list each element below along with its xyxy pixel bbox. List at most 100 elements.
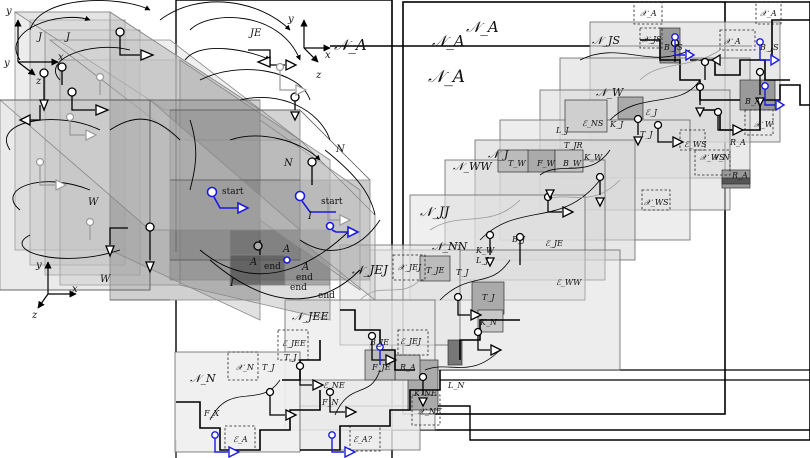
label-kw: K_W — [475, 246, 495, 255]
axis-labels: y y x z y x z y x z — [3, 6, 331, 321]
region-na-2: 𝒩_A — [432, 32, 465, 50]
block-label-w: W — [88, 197, 99, 208]
end-label-4: end — [318, 291, 335, 301]
axis-y-label-bottom: y — [35, 260, 42, 271]
axis-y-label-2: y — [3, 58, 10, 69]
label-fn: F_N — [321, 398, 340, 407]
label-fje: F_JE — [371, 363, 391, 372]
axis-x-label-bottom: x — [72, 284, 78, 295]
axis-z-label: z — [35, 76, 42, 87]
label-ews: ℰ_WS — [684, 140, 707, 149]
label-xn-2: 𝒳_N — [712, 153, 731, 162]
module-labels: 𝒩_JS 𝒩_WW 𝒩_JJ 𝒩_JEJ 𝒩_JEE 𝒩_N 𝒩_NN 𝒩_W … — [190, 34, 625, 385]
label-lj: L_J — [475, 256, 489, 265]
label-lj-2: L_J — [555, 126, 569, 135]
label-tw: T_W — [508, 159, 526, 168]
label-ra-3: R_A — [729, 138, 746, 147]
module-label-nnn: 𝒩_NN — [432, 240, 468, 253]
axes-top-middle — [300, 19, 331, 63]
module-label-nj: 𝒩_J — [488, 148, 509, 161]
loop-curves — [6, 0, 381, 300]
label-ln: L_N — [447, 381, 465, 390]
block-label-n: N — [283, 158, 294, 169]
module-label-njj: 𝒩_JJ — [420, 205, 450, 220]
label-xjej: 𝒳_JEJ — [398, 263, 422, 272]
label-xne: 𝒳_NE — [418, 407, 442, 416]
axis-y-label-mid: y — [287, 14, 294, 25]
label-ens: ℰ_NS — [582, 119, 604, 128]
label-bje: B_JE — [369, 338, 389, 347]
axis-z-label-bottom: z — [31, 310, 38, 321]
module-label-nw: 𝒩_W — [596, 86, 625, 99]
module-label-njee: 𝒩_JEE — [292, 310, 329, 323]
region-na-4: 𝒩_A — [428, 67, 465, 87]
start-label: start — [222, 187, 244, 197]
block-label-n-2: N — [335, 144, 346, 155]
module-label-nww: 𝒩_WW — [453, 160, 493, 173]
ghost-markers — [35, 62, 352, 240]
label-kne: K_NE — [413, 389, 437, 398]
start-label-2: start — [321, 197, 343, 207]
block-label-j: J — [36, 32, 43, 43]
axis-z-label-mid: z — [315, 70, 322, 81]
end-label: end — [264, 262, 281, 272]
label-kj: K_J — [609, 120, 624, 129]
module-label-njs: 𝒩_JS — [592, 34, 620, 47]
cube-slabs — [0, 11, 376, 321]
block-label-je: JE — [248, 28, 262, 39]
label-xjs: 𝒳_JS — [642, 35, 662, 44]
label-xws-2: 𝒳_WS — [644, 198, 669, 207]
label-fw: F_W — [536, 159, 556, 168]
label-xa-2: 𝒳_A — [760, 9, 777, 18]
label-ra: R_A — [399, 363, 416, 372]
axes-top-left — [14, 19, 59, 76]
end-label-2: end — [296, 273, 313, 283]
end-label-3: end — [290, 283, 307, 293]
label-xn: 𝒳_N — [236, 363, 255, 372]
point-labels: start start end end end end — [222, 187, 343, 301]
dark-blocks — [364, 27, 776, 411]
label-fx: F_X — [203, 409, 220, 418]
label-ene: ℰ_NE — [323, 381, 345, 390]
wires-right-gray — [359, 49, 721, 301]
block-label-a-3: A — [301, 262, 309, 273]
label-bjs-2: B_JS — [759, 43, 779, 52]
region-labels: 𝒩_A 𝒩_A 𝒩_A 𝒩_A — [334, 18, 499, 87]
label-ejee: ℰ_JEE — [282, 339, 306, 348]
label-xa-3: 𝒳_A — [724, 37, 741, 46]
arrow-heads-right — [285, 53, 766, 422]
axis-x-label-mid: x — [325, 50, 331, 61]
label-tj-3: T_J — [640, 130, 653, 139]
block-label-i-2: I — [307, 211, 313, 222]
label-bj: B_J — [511, 235, 526, 244]
module-label-nn: 𝒩_N — [190, 372, 216, 385]
block-label-a-2: A — [282, 244, 290, 255]
block-label-i: I — [229, 278, 235, 289]
label-tj: T_J — [262, 363, 275, 372]
label-kw-2: K_W — [583, 153, 603, 162]
label-kn: K_N — [479, 318, 498, 327]
block-label-a: A — [249, 257, 257, 268]
block-label-w-2: W — [100, 274, 111, 285]
label-bw: B_W — [562, 159, 582, 168]
region-na-1: 𝒩_A — [334, 36, 367, 54]
label-ea-2: ℰ_A? — [353, 435, 373, 444]
wires-right — [209, 49, 701, 421]
label-tj-5: T_J — [456, 268, 469, 277]
block-labels: J J JE W W N N I I A A A — [36, 28, 346, 289]
axis-y-label: y — [5, 6, 12, 17]
label-eww: ℰ_WW — [556, 278, 582, 287]
label-tj-4: T_J — [482, 293, 495, 302]
region-na-3: 𝒩_A — [466, 18, 499, 36]
label-tj-2: T_J — [284, 353, 297, 362]
small-labels: 𝒳_A 𝒳_A 𝒳_A 𝒳_W 𝒳_JS 𝒳_N 𝒳_NE 𝒳_JEJ 𝒳_WS… — [203, 9, 779, 444]
label-ea: ℰ_A — [233, 435, 248, 444]
axis-x-label: x — [58, 52, 64, 63]
module-label-njej: 𝒩_JEJ — [352, 263, 389, 277]
label-xa-1: 𝒳_A — [640, 9, 657, 18]
axes-bottom-left — [37, 261, 77, 309]
label-bjs: B_JS — [663, 43, 683, 52]
left-arrow-heads — [18, 49, 301, 274]
label-xws: 𝒳_WS — [700, 153, 725, 162]
